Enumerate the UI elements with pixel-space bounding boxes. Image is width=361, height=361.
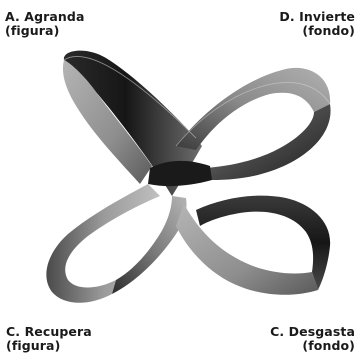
label-top-right: D. Invierte (fondo) <box>279 10 355 38</box>
label-bottom-left: C. Recupera (figura) <box>6 325 92 353</box>
label-top-left: A. Agranda (figura) <box>5 10 85 38</box>
label-bottom-right: C. Desgasta (fondo) <box>270 325 355 353</box>
label-top-left-title: A. Agranda <box>5 10 85 24</box>
label-top-left-subtitle: (figura) <box>5 24 85 38</box>
label-bottom-right-title: C. Desgasta <box>270 325 355 339</box>
label-bottom-left-title: C. Recupera <box>6 325 92 339</box>
label-top-right-subtitle: (fondo) <box>279 24 355 38</box>
ribbon-segment-lower-left-outer <box>46 184 160 303</box>
label-bottom-left-subtitle: (figura) <box>6 339 92 353</box>
label-top-right-title: D. Invierte <box>279 10 355 24</box>
label-bottom-right-subtitle: (fondo) <box>270 339 355 353</box>
